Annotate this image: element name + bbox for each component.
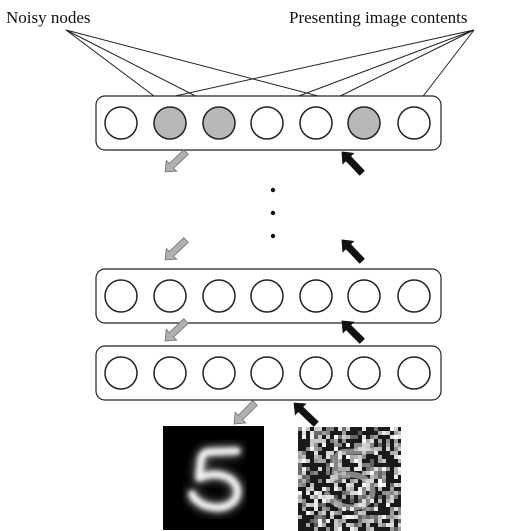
node (250, 356, 284, 390)
node (202, 356, 236, 390)
node (250, 106, 284, 140)
arrows-group (164, 149, 365, 427)
node (299, 106, 333, 140)
noisy-node (347, 106, 381, 140)
downward-arrow (164, 318, 189, 342)
noisy-node (153, 106, 187, 140)
ellipsis-dot (270, 187, 276, 193)
node (347, 356, 381, 390)
connection-line (315, 29, 475, 109)
bottom-layer (95, 345, 442, 401)
node (202, 279, 236, 313)
layers-group (95, 95, 442, 401)
connection-lines (65, 29, 475, 109)
downward-arrow (164, 237, 189, 261)
noisy-node (202, 106, 236, 140)
node (397, 356, 431, 390)
node (104, 356, 138, 390)
upward-arrow (341, 151, 365, 176)
node (153, 356, 187, 390)
connection-line (65, 29, 220, 109)
connection-line (120, 29, 475, 109)
noisy-nodes-label: Noisy nodes (6, 8, 91, 27)
node (250, 279, 284, 313)
noisy-digit-image (298, 427, 401, 531)
node (347, 279, 381, 313)
presenting-image-contents-label: Presenting image contents (289, 8, 468, 27)
downward-arrow (164, 149, 189, 173)
node (104, 106, 138, 140)
reconstructed-digit-image (163, 426, 264, 530)
downward-arrow (233, 400, 258, 425)
connection-line (65, 29, 365, 109)
node (299, 356, 333, 390)
connection-line (413, 29, 475, 109)
upward-arrow (341, 239, 365, 264)
connection-line (65, 29, 171, 109)
upward-arrow (341, 320, 365, 344)
ellipsis-dot (270, 210, 276, 216)
node (397, 106, 431, 140)
upward-arrow (293, 402, 319, 427)
middle-layer (95, 268, 442, 324)
ellipsis-dots (270, 187, 276, 239)
node (299, 279, 333, 313)
node (104, 279, 138, 313)
top-layer (95, 95, 442, 151)
connection-line (266, 29, 475, 109)
node (397, 279, 431, 313)
ellipsis-dot (270, 233, 276, 239)
node (153, 279, 187, 313)
